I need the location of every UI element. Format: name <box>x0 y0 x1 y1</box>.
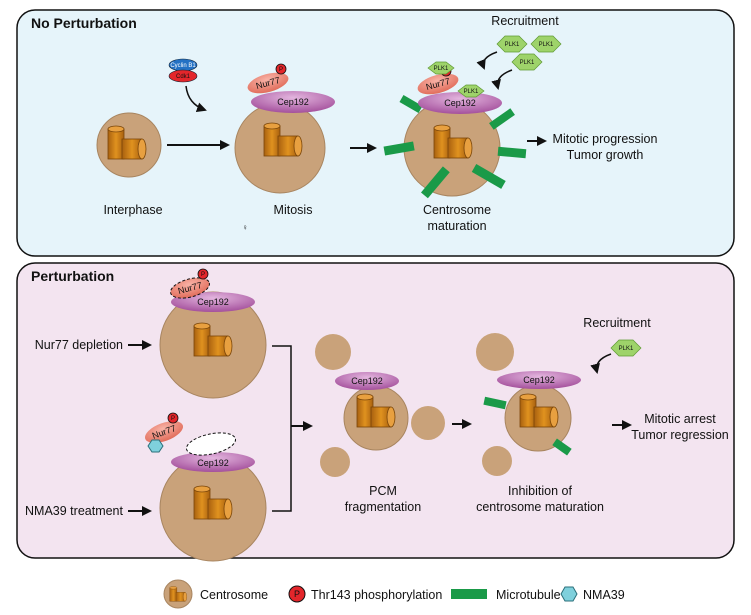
outcome-mitotic-arrest: Mitotic arrest <box>644 412 716 426</box>
phospho-mark: P <box>197 268 209 280</box>
recruitment-label: Recruitment <box>583 316 651 330</box>
legend-nma39-icon <box>560 586 578 602</box>
legend-phospho-icon: P <box>288 585 306 603</box>
cep192-label: Cep192 <box>197 458 229 468</box>
pcm-fragment <box>482 446 512 476</box>
nma39-hexagon <box>147 439 164 453</box>
inhibition-label-2: centrosome maturation <box>476 500 604 514</box>
cdk1-label: Cdk1 <box>176 74 191 80</box>
cep192-label: Cep192 <box>523 375 555 385</box>
svg-text:P: P <box>171 416 175 422</box>
pcm-fragmentation-label-2: fragmentation <box>345 500 421 514</box>
cep192-label: Cep192 <box>444 98 476 108</box>
cep192-protein <box>418 92 502 114</box>
pcm-fragment <box>315 334 351 370</box>
pcm-fragmentation-label-1: PCM <box>369 484 397 498</box>
nur77-protein: Nur77 <box>144 421 184 443</box>
recruitment-label: Recruitment <box>491 14 559 28</box>
legend-centrosome-icon <box>163 579 193 609</box>
svg-text:PLK1: PLK1 <box>539 42 554 48</box>
arrow-cdk1-to-nur77 <box>185 85 207 113</box>
centrosome-maturation-label-1: Centrosome <box>423 203 491 217</box>
phospho-mark: P <box>275 63 287 75</box>
inhibition-label-1: Inhibition of <box>508 484 572 498</box>
cep192-label: Cep192 <box>197 297 229 307</box>
recruitment-arrow-1 <box>476 51 498 70</box>
cep192-protein <box>497 371 581 389</box>
microtubules-top <box>383 95 527 199</box>
outcome-mitotic-progression: Mitotic progression <box>553 132 658 146</box>
plk1-bound-2: PLK1 <box>457 84 485 98</box>
legend-nma39-label: NMA39 <box>583 588 625 602</box>
pcm-fragment <box>476 333 514 371</box>
outcome-tumor-regression: Tumor regression <box>631 428 729 442</box>
cep192-protein <box>171 292 255 312</box>
svg-text:PLK1: PLK1 <box>464 89 479 95</box>
svg-text:PLK1: PLK1 <box>434 66 449 72</box>
plk1-free-1: PLK1 <box>496 35 528 53</box>
cep192-label: Cep192 <box>351 376 383 386</box>
legend-microtubule-icon <box>451 589 487 599</box>
recruitment-arrow <box>590 353 612 374</box>
microtubule <box>497 146 527 159</box>
nur77-depletion-label: Nur77 depletion <box>35 338 123 352</box>
inhibition-cell <box>476 333 572 476</box>
mitosis-cell <box>234 102 326 194</box>
no-perturbation-panel <box>16 9 735 257</box>
stray-mark: ♀ <box>242 223 248 232</box>
cep192-protein <box>335 372 399 390</box>
plk1-free-3: PLK1 <box>511 53 543 71</box>
microtubule <box>383 141 415 156</box>
cep192-label: Cep192 <box>277 97 309 107</box>
svg-text:P: P <box>294 589 300 599</box>
svg-text:PLK1: PLK1 <box>505 42 520 48</box>
svg-text:P: P <box>279 67 283 73</box>
merge-bracket <box>272 345 292 512</box>
plk1-free: PLK1 <box>610 339 642 357</box>
microtubule <box>552 438 572 456</box>
pcm-fragmentation-cell <box>315 334 445 477</box>
panel-title-perturbation: Perturbation <box>31 268 114 284</box>
nur77-protein: Nur77 <box>417 73 459 95</box>
depleted-nur77: Nur77 <box>170 277 210 299</box>
interphase-label: Interphase <box>103 203 162 217</box>
microtubule <box>483 396 507 410</box>
cep192-protein <box>251 91 335 113</box>
microtubule <box>471 164 506 189</box>
legend-phospho-label: Thr143 phosphorylation <box>311 588 442 602</box>
plk1-bound-1: PLK1 <box>427 61 455 75</box>
legend-microtubule-label: Microtubule <box>496 588 561 602</box>
legend-centrosome-label: Centrosome <box>200 588 268 602</box>
cyclin-b1-cdk1-complex: Cyclin B1 Cdk1 <box>168 58 198 83</box>
recruitment-arrow-2 <box>491 69 513 90</box>
nma39-treatment-label: NMA39 treatment <box>25 504 123 518</box>
plk1-free-2: PLK1 <box>530 35 562 53</box>
microtubule <box>399 95 423 113</box>
microtubule <box>489 108 515 130</box>
interphase-cell <box>96 112 162 178</box>
empty-nur77-site <box>185 432 237 456</box>
panel-title-no-perturbation: No Perturbation <box>31 15 137 31</box>
centrosome-maturation-label-2: maturation <box>427 219 486 233</box>
microtubule <box>421 166 450 199</box>
mature-centrosome-cell <box>403 99 501 197</box>
cep192-protein <box>171 452 255 472</box>
pcm-fragment <box>320 447 350 477</box>
phospho-mark: P <box>167 412 179 424</box>
pcm-fragment <box>411 406 445 440</box>
legend: Centrosome P Thr143 phosphorylation Micr… <box>163 579 625 609</box>
outcome-tumor-growth: Tumor growth <box>567 148 644 162</box>
svg-text:PLK1: PLK1 <box>520 60 535 66</box>
mitosis-label: Mitosis <box>274 203 313 217</box>
cyclin-b1-label: Cyclin B1 <box>170 63 196 69</box>
svg-text:PLK1: PLK1 <box>619 346 634 352</box>
svg-text:P: P <box>201 272 205 278</box>
nur77-protein: Nur77 <box>247 72 289 94</box>
